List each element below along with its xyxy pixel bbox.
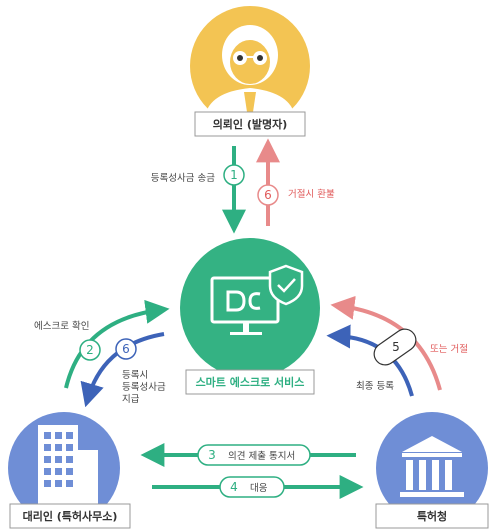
step-6-left-line-1: 등록시 bbox=[122, 370, 148, 381]
step-6-refund-arrow: 6 거절시 환불 bbox=[256, 138, 335, 226]
escrow-node: 스마트 에스크로 서비스 bbox=[180, 238, 320, 395]
step-3-pill bbox=[197, 444, 311, 466]
escrow-label: 스마트 에스크로 서비스 bbox=[196, 375, 305, 389]
office-node: 특허청 bbox=[375, 412, 489, 529]
escrow-label-box bbox=[185, 369, 315, 395]
step-2-number: 2 bbox=[86, 343, 94, 357]
agent-node: 대리인 (특허사무소) bbox=[8, 412, 131, 529]
step-6-top-number: 6 bbox=[264, 188, 272, 202]
step-4-label: 대응 bbox=[250, 483, 268, 494]
requester-label-box bbox=[194, 111, 306, 137]
step-3-arrow: 3 의견 제출 통지서 bbox=[140, 443, 356, 467]
step-3-label: 의견 제출 통지서 bbox=[228, 450, 295, 462]
step-5-pill bbox=[373, 328, 417, 366]
office-label-box bbox=[375, 503, 489, 529]
step-4-pill bbox=[219, 476, 285, 498]
step-5-number: 5 bbox=[392, 340, 400, 354]
step-6-left-line-2: 등록성사금 bbox=[122, 382, 166, 393]
government-building-icon bbox=[400, 436, 464, 497]
person-glasses-icon bbox=[205, 25, 295, 116]
step-6-pay-arrow: 6 등록시 등록성사금 지급 bbox=[80, 332, 166, 408]
step-3-number: 3 bbox=[208, 448, 216, 462]
requester-label: 의뢰인 (발명자) bbox=[213, 117, 288, 131]
step-6-top-badge bbox=[257, 184, 279, 206]
step-4-arrow: 4 대응 bbox=[152, 475, 364, 499]
step-5-label-register: 최종 등록 bbox=[356, 381, 394, 392]
escrow-circle bbox=[180, 238, 320, 378]
step-1-number: 1 bbox=[230, 168, 238, 182]
office-label: 특허청 bbox=[417, 509, 447, 523]
step-5-label-reject: 또는 거절 bbox=[430, 343, 468, 355]
office-building-icon bbox=[38, 425, 98, 507]
step-1-arrow: 1 등록성사금 송금 bbox=[151, 146, 246, 234]
step-1-badge bbox=[223, 164, 245, 186]
step-1-label: 등록성사금 송금 bbox=[151, 173, 215, 184]
monitor-shield-icon bbox=[210, 264, 304, 335]
step-2-badge bbox=[79, 339, 101, 361]
agent-label-box bbox=[9, 503, 131, 529]
agent-label: 대리인 (특허사무소) bbox=[23, 509, 118, 523]
step-2-label: 에스크로 확인 bbox=[34, 320, 89, 332]
step-5-arrows: 5 또는 거절 최종 등록 bbox=[326, 295, 468, 397]
step-2-arrow: 2 에스크로 확인 bbox=[34, 299, 170, 389]
requester-node: 의뢰인 (발명자) bbox=[190, 6, 310, 137]
step-6-left-badge bbox=[115, 338, 137, 360]
step-4-number: 4 bbox=[230, 480, 238, 494]
step-6-left-number: 6 bbox=[122, 342, 130, 356]
step-6-left-line-3: 지급 bbox=[122, 394, 140, 405]
step-6-top-label: 거절시 환불 bbox=[288, 188, 335, 200]
